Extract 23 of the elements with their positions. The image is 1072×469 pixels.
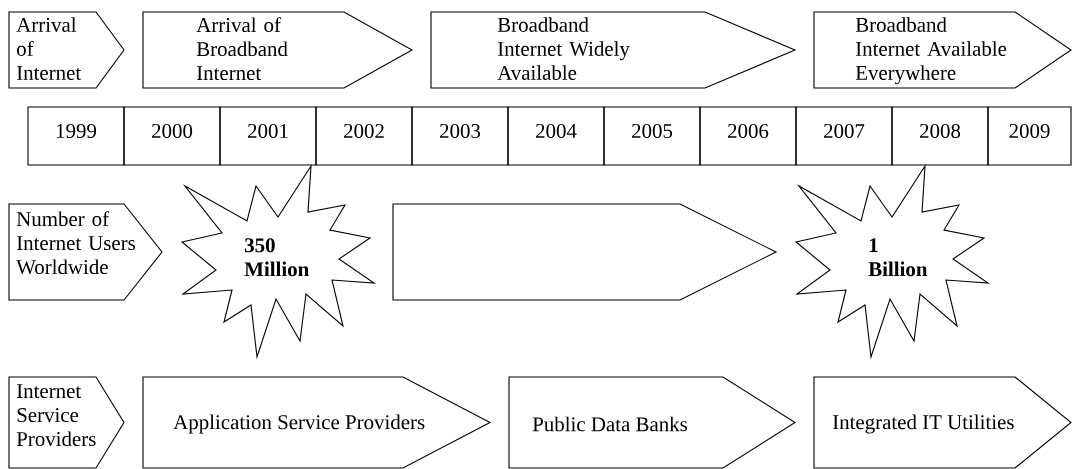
- year-cell: 2007: [795, 106, 893, 166]
- year-cell: 2006: [699, 106, 797, 166]
- pentagon-box: Broadband Internet Available Everywhere: [813, 11, 1072, 89]
- starburst: 1 Billion: [794, 163, 990, 360]
- year-cell: 2005: [603, 106, 701, 166]
- starburst: 350 Million: [180, 163, 376, 360]
- pentagon-box: Broadband Internet Widely Available: [430, 11, 797, 89]
- pentagon-box: Application Service Providers: [142, 376, 492, 469]
- pentagon-box: [392, 203, 778, 301]
- pentagon-box: Arrival of Broadband Internet: [142, 11, 414, 89]
- year-cell: 2009: [987, 106, 1072, 166]
- year-cell: 2008: [891, 106, 989, 166]
- pentagon-box: Integrated IT Utilities: [813, 376, 1072, 469]
- year-cell: 2003: [411, 106, 509, 166]
- pentagon-box: Number of Internet Users Worldwide: [8, 203, 163, 301]
- year-cell: 2000: [123, 106, 221, 166]
- year-cell: 2004: [507, 106, 605, 166]
- pentagon-box: Internet Service Providers: [8, 376, 125, 469]
- pentagon-box: Public Data Banks: [508, 376, 797, 469]
- year-cell: 2002: [315, 106, 413, 166]
- year-cell: 1999: [27, 106, 125, 166]
- year-cell: 2001: [219, 106, 317, 166]
- pentagon-box: Arrival of Internet: [8, 11, 125, 89]
